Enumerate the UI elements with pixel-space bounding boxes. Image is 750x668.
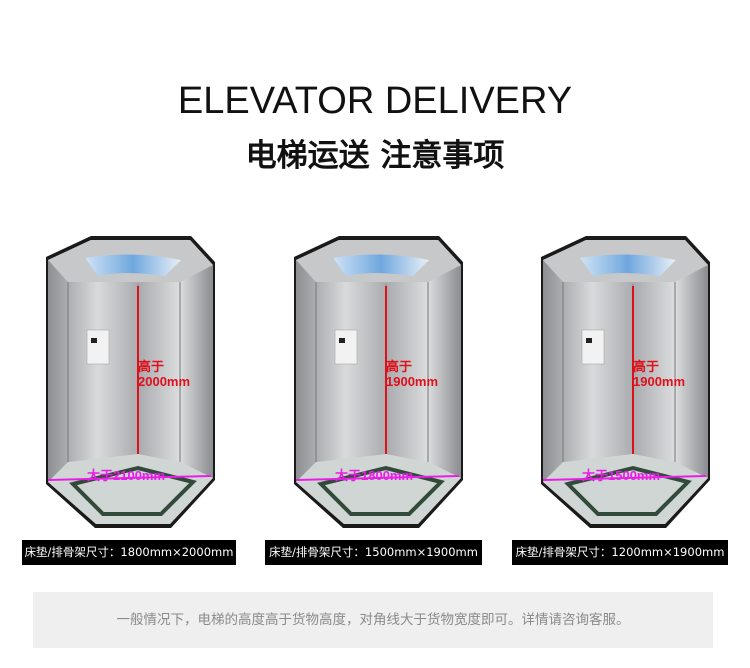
diagonal-line: [47, 475, 212, 481]
diagonal-label: 大于1500mm: [582, 468, 661, 483]
diagonal-label: 大于2100mm: [87, 468, 166, 483]
diagonal-line: [542, 475, 707, 481]
bed-size-tag-3: 床垫/排骨架尺寸：1200mm×1900mm: [512, 540, 728, 565]
bed-size-tag-2: 床垫/排骨架尺寸：1500mm×1900mm: [265, 540, 482, 565]
diagonal-label: 大于1800mm: [335, 468, 414, 483]
title-english: ELEVATOR DELIVERY: [177, 80, 573, 122]
bed-size-tag-1: 床垫/排骨架尺寸：1800mm×2000mm: [22, 540, 236, 565]
diagonal-line: [295, 475, 460, 481]
delivery-note: 一般情况下，电梯的高度高于货物高度，对角线大于货物宽度即可。详情请咨询客服。: [33, 592, 713, 648]
title-chinese: 电梯运送 注意事项: [245, 138, 505, 174]
